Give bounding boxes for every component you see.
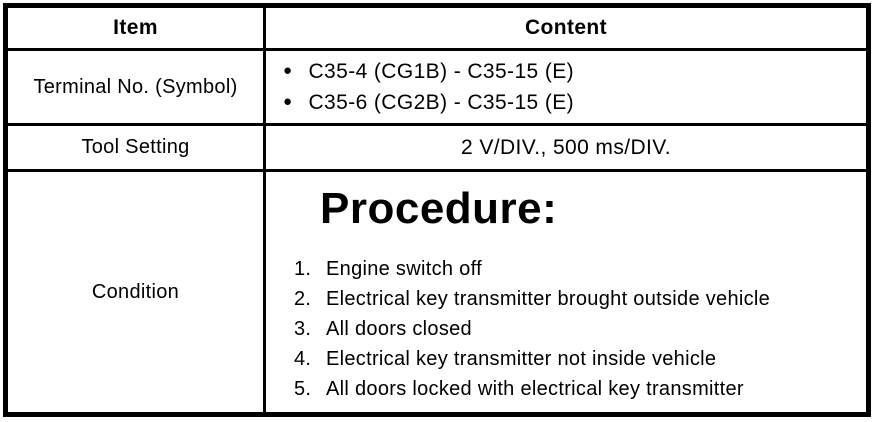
tool-setting-value: 2 V/DIV., 500 ms/DIV.	[461, 135, 671, 159]
tool-setting-item-label: Tool Setting	[81, 136, 190, 158]
header-item-cell: Item	[8, 8, 266, 48]
table-header-row: Item Content	[8, 8, 866, 48]
tool-setting-row: Tool Setting 2 V/DIV., 500 ms/DIV.	[8, 123, 866, 169]
terminal-row: Terminal No. (Symbol) ● C35-4 (CG1B) - C…	[8, 48, 866, 123]
step-number: 2.	[294, 288, 312, 310]
step-number: 4.	[294, 348, 312, 370]
header-content-cell: Content	[266, 8, 866, 48]
terminal-bullet-line: ● C35-6 (CG2B) - C35-15 (E)	[283, 90, 866, 115]
step-text: All doors locked with electrical key tra…	[326, 378, 744, 400]
terminal-item-cell: Terminal No. (Symbol)	[8, 51, 266, 123]
procedure-step: 2. Electrical key transmitter brought ou…	[294, 284, 866, 314]
condition-item-label: Condition	[91, 280, 180, 303]
condition-item-cell: Condition	[8, 172, 266, 412]
procedure-step: 5. All doors locked with electrical key …	[294, 374, 866, 404]
terminal-pair-text: C35-4 (CG1B) - C35-15 (E)	[308, 60, 575, 83]
procedure-step: 1. Engine switch off	[294, 254, 866, 284]
step-text: All doors closed	[326, 318, 472, 340]
tool-setting-item-cell: Tool Setting	[8, 126, 266, 169]
step-number: 1.	[294, 258, 312, 280]
terminal-item-label: Terminal No. (Symbol)	[33, 75, 238, 98]
bullet-icon: ●	[283, 93, 293, 110]
step-number: 3.	[294, 318, 312, 340]
header-item-label: Item	[113, 16, 158, 39]
step-text: Electrical key transmitter not inside ve…	[326, 348, 717, 370]
procedure-step: 4. Electrical key transmitter not inside…	[294, 344, 866, 374]
terminal-pair-text: C35-6 (CG2B) - C35-15 (E)	[308, 91, 575, 114]
terminal-bullet-line: ● C35-4 (CG1B) - C35-15 (E)	[283, 59, 866, 84]
procedure-title: Procedure:	[320, 184, 558, 233]
bullet-icon: ●	[283, 62, 293, 79]
procedure-steps-list: 1. Engine switch off 2. Electrical key t…	[294, 254, 866, 404]
step-text: Engine switch off	[326, 258, 482, 280]
condition-content-cell: Procedure: 1. Engine switch off 2. Elect…	[266, 172, 866, 412]
header-content-label: Content	[524, 16, 608, 39]
condition-row: Condition Procedure: 1. Engine switch of…	[8, 169, 866, 412]
step-number: 5.	[294, 378, 312, 400]
procedure-step: 3. All doors closed	[294, 314, 866, 344]
terminal-content-cell: ● C35-4 (CG1B) - C35-15 (E) ● C35-6 (CG2…	[266, 51, 866, 123]
step-text: Electrical key transmitter brought outsi…	[326, 288, 771, 310]
tool-setting-content-cell: 2 V/DIV., 500 ms/DIV.	[266, 126, 866, 169]
spec-table: Item Content Terminal No. (Symbol) ● C35…	[3, 3, 871, 417]
